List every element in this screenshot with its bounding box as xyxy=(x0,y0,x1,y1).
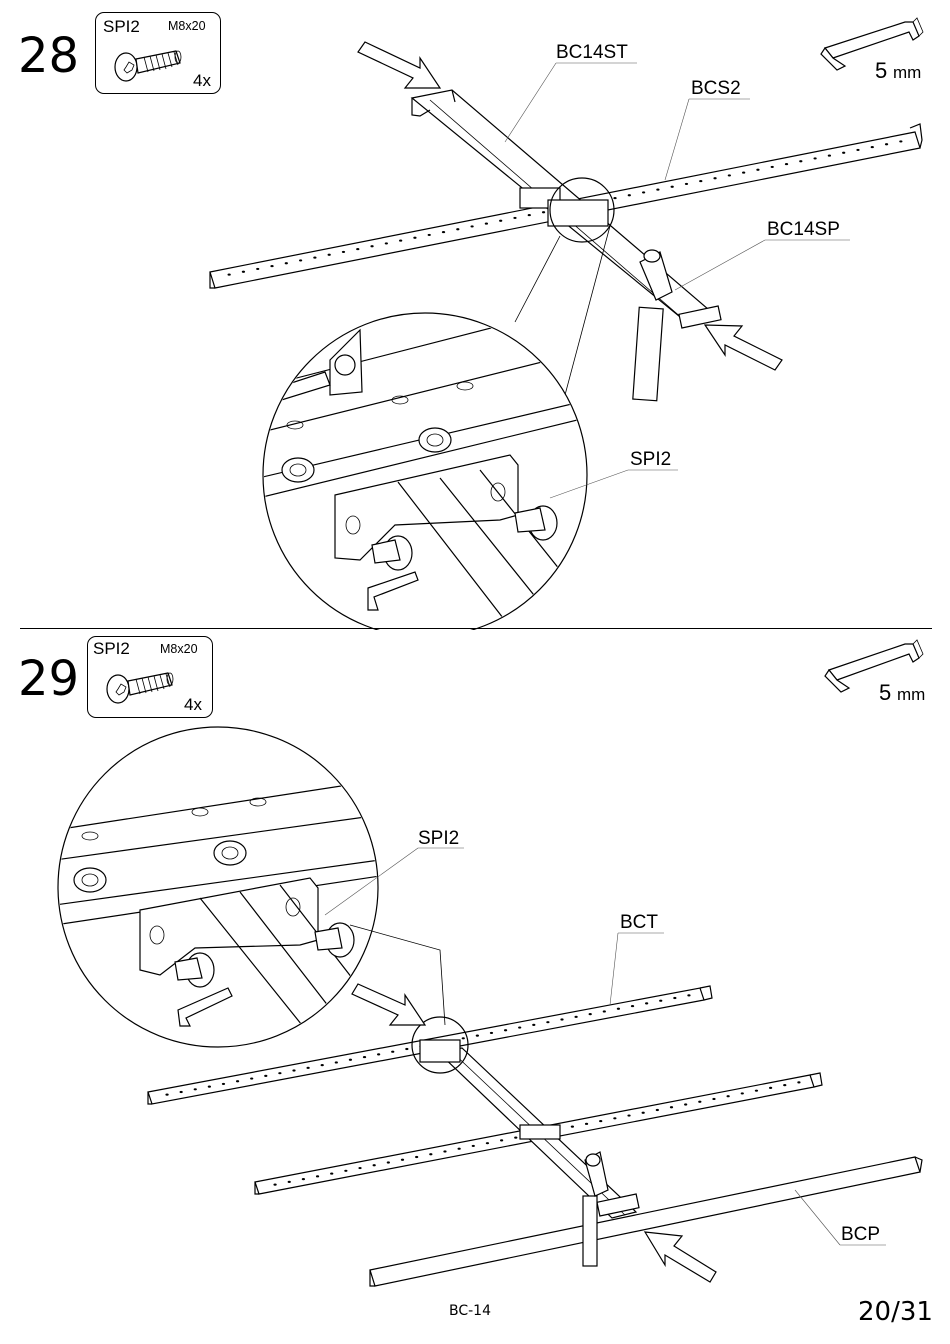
page-number: 20/31 xyxy=(858,1297,933,1327)
rail-hole xyxy=(222,1083,225,1085)
rail-hole xyxy=(165,1094,168,1096)
rail-hole xyxy=(373,1164,376,1166)
rail-hole xyxy=(684,1103,687,1105)
rail-hole xyxy=(405,1048,408,1050)
rail-hole xyxy=(571,1125,574,1127)
rail-hole xyxy=(307,1067,310,1069)
rail-hole xyxy=(391,1051,394,1053)
rail-hole xyxy=(264,1075,267,1077)
rail-hole xyxy=(589,1013,592,1015)
rail-hole xyxy=(250,1077,253,1079)
rail-hole xyxy=(401,1159,404,1161)
insert-arrow-icon xyxy=(352,984,425,1025)
rail-hole xyxy=(673,997,676,999)
rail-bcp xyxy=(370,1157,922,1286)
rail-hole xyxy=(698,1101,701,1103)
rail-hole xyxy=(599,1120,602,1122)
rail-hole xyxy=(575,1016,578,1018)
rail-hole xyxy=(642,1112,645,1114)
rail-hole xyxy=(462,1037,465,1039)
rail-hole xyxy=(321,1064,324,1066)
rail-hole xyxy=(335,1061,338,1063)
rail-hole xyxy=(560,1018,563,1020)
rail-hole xyxy=(472,1145,475,1147)
rail-hole xyxy=(363,1056,366,1058)
rail-hole xyxy=(486,1142,489,1144)
rail-hole xyxy=(443,1150,446,1152)
rail-hole xyxy=(208,1086,211,1088)
rail-hole xyxy=(288,1181,291,1183)
rail-hole xyxy=(514,1137,517,1139)
rail-hole xyxy=(727,1095,730,1097)
rail-hole xyxy=(741,1092,744,1094)
rail-hole xyxy=(518,1026,521,1028)
rail-hole xyxy=(797,1081,800,1083)
rail-hole xyxy=(458,1148,461,1150)
rail-hole xyxy=(476,1035,479,1037)
rail-hole xyxy=(278,1072,281,1074)
rail-hole xyxy=(656,1109,659,1111)
rail-hole xyxy=(330,1172,333,1174)
magnified-detail xyxy=(55,727,400,1060)
rail-hole xyxy=(769,1087,772,1089)
insert-arrow-icon xyxy=(645,1232,716,1282)
rail-hole xyxy=(429,1153,432,1155)
rail-hole xyxy=(645,1002,648,1004)
rail-hole xyxy=(617,1008,620,1010)
rail-hole xyxy=(302,1178,305,1180)
rail-hole xyxy=(687,994,690,996)
rail-hole xyxy=(415,1156,418,1158)
rail-hole xyxy=(670,1106,673,1108)
rail-hole xyxy=(292,1069,295,1071)
rail-hole xyxy=(344,1170,347,1172)
rail-hole xyxy=(500,1139,503,1141)
label-bcp: BCP xyxy=(841,1225,880,1244)
rail-hole xyxy=(659,1000,662,1002)
rail-hole xyxy=(349,1059,352,1061)
footer-model: BC-14 xyxy=(449,1303,491,1319)
rail-hole xyxy=(532,1024,535,1026)
rail-hole xyxy=(585,1123,588,1125)
label-bct: BCT xyxy=(620,913,658,932)
rail-hole xyxy=(603,1010,606,1012)
rail-hole xyxy=(631,1005,634,1007)
rail-hole xyxy=(613,1117,616,1119)
rail-hole xyxy=(712,1098,715,1100)
rail-hole xyxy=(194,1088,197,1090)
rail-hole xyxy=(273,1184,276,1186)
rail-hole xyxy=(316,1175,319,1177)
rail-hole xyxy=(358,1167,361,1169)
rail-hole xyxy=(755,1090,758,1092)
rail-hole xyxy=(546,1021,549,1023)
rail-hole xyxy=(377,1053,380,1055)
rail-hole xyxy=(627,1114,630,1116)
rail-hole xyxy=(783,1084,786,1086)
label-spi2-detail: SPI2 xyxy=(418,829,459,848)
rail-hole xyxy=(236,1080,239,1082)
rail-hole xyxy=(387,1161,390,1163)
rail-hole xyxy=(504,1029,507,1031)
rail-hole xyxy=(490,1032,493,1034)
rail-hole xyxy=(180,1091,183,1093)
